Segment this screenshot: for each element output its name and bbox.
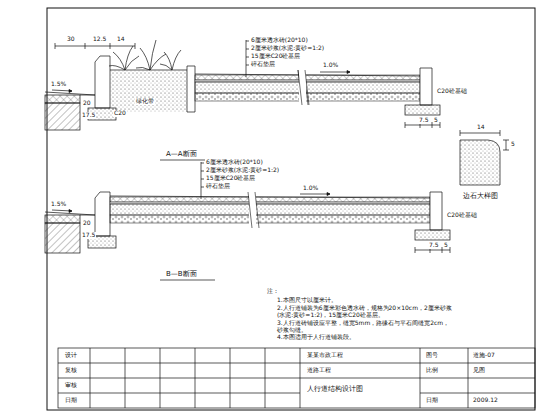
slope-label: 1.5% [50,81,67,88]
title-cell: 图号 [425,352,439,359]
dimension: 17.5 [81,232,96,239]
layer-callout: 碎石垫层 [250,61,276,68]
material-label: C20砼基础 [446,212,478,219]
dimension: 14 [116,36,126,43]
section-title: B—B断面 [165,270,198,278]
slope-label: 1.5% [50,201,67,208]
layer-callout: 碎石垫层 [205,183,231,190]
title-cell: 比例 [425,367,439,374]
slope-label: 1.0% [302,185,319,192]
title-cell: 道施-07 [472,352,496,359]
dimension: 5 [510,141,516,148]
dimension: 12.5 [92,36,107,43]
layer-callout: 6厘米透水砖(20*10) [205,159,264,166]
detail-title: 边石大样图 [462,192,499,200]
note-text: 4.本图适用于人行道铺装段。 [276,334,453,341]
material-label: C20 [113,110,127,117]
layer-callout: 6厘米透水砖(20*10) [250,37,309,44]
title-cell: 设计 [64,352,78,359]
layer-callout: 2厘米砂浆(水泥:黄砂=1:2) [250,45,325,52]
dimension: 30 [66,36,76,43]
dimension: 17.5 [81,112,96,119]
dimension: 5 [443,242,449,249]
title-cell: 2009.12 [472,397,499,404]
slope-label: 1.0% [322,62,339,69]
dimension: 20 [82,220,92,227]
layer-callout: 15厘米C20砼基层 [250,53,301,60]
title-cell: 日期 [64,397,78,404]
title-cell: 日期 [425,397,439,404]
layer-callout: 15厘米C20砼基层 [205,175,256,182]
title-cell: 道路工程 [306,367,332,374]
note-text: 2.人行道铺装为6厘米彩色透水砖，规格为20×10cm，2厘米砂浆(水泥:黄砂=… [276,305,453,319]
note-text: 1.本图尺寸以厘米计。 [276,297,453,304]
title-cell: 人行道结构设计图 [306,385,364,393]
layer-callout: 2厘米砂浆(水泥:黄砂=1:2) [205,167,280,174]
dimension: 7.5 [428,242,440,249]
note-text: 3.人行道砖铺设应平整，缝宽5mm，路缘石与平石间缝宽2cm，砂浆勾缝。 [276,320,453,334]
dimension: 7.5 [418,117,430,124]
area-label: 绿化带 [135,98,155,105]
title-cell: 复核 [64,367,78,374]
section-title: A—A断面 [165,150,198,158]
dimension: 5 [433,117,439,124]
dimension: 20 [82,100,92,107]
note-heading: 注： [266,288,280,295]
title-cell: 见图 [472,367,486,374]
material-label: C20砼基础 [436,88,468,95]
title-cell: 审核 [64,382,78,389]
dimension: 14 [476,124,486,131]
title-cell: 某某市政工程 [306,352,344,359]
